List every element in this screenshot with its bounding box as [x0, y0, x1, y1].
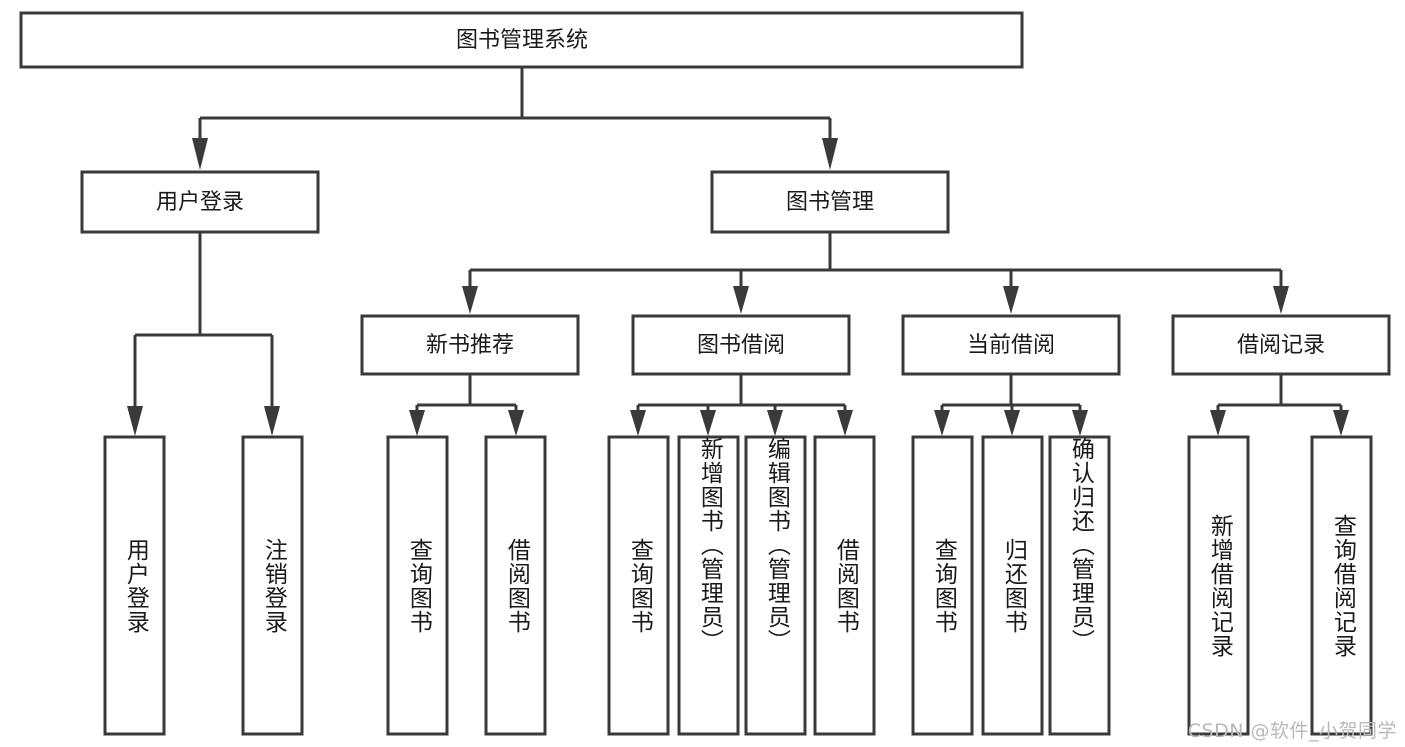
node-book-borrow-label: 图书借阅	[697, 333, 785, 358]
arrow-to-leaf-cb-query	[934, 410, 950, 436]
arrow-to-leaf-user-login	[127, 406, 143, 436]
node-current-borrow-label: 当前借阅	[967, 333, 1055, 358]
leaf-box-nb-query[interactable]	[386, 435, 449, 736]
leaf-box-user-logout[interactable]	[241, 435, 304, 736]
arrow-to-new-book	[462, 286, 478, 314]
arrow-to-borrow-record	[1273, 286, 1289, 314]
node-new-book-label: 新书推荐	[426, 333, 514, 358]
leaf-box-bb-add[interactable]	[677, 435, 740, 736]
arrow-to-leaf-cb-confirm	[1072, 410, 1088, 436]
node-borrow-record-label: 借阅记录	[1237, 333, 1325, 358]
arrow-to-current-borrow	[1003, 286, 1019, 314]
arrow-to-book-borrow	[733, 286, 749, 314]
arrow-to-leaf-bb-query	[630, 410, 646, 436]
arrow-to-leaf-nb-query	[409, 410, 425, 436]
leaf-box-br-query[interactable]	[1310, 435, 1373, 736]
node-user-login-label: 用户登录	[156, 190, 244, 215]
node-book-mgmt-label: 图书管理	[786, 190, 874, 215]
node-new-book-box[interactable]	[360, 314, 580, 376]
arrow-to-leaf-bb-add	[700, 410, 716, 436]
node-root-box[interactable]	[19, 11, 1024, 69]
leaf-box-cb-return[interactable]	[981, 435, 1044, 736]
arrow-to-book-mgmt	[822, 138, 838, 170]
leaf-box-cb-query[interactable]	[911, 435, 974, 736]
arrow-to-leaf-nb-borrow	[508, 410, 524, 436]
leaf-box-br-add[interactable]	[1187, 435, 1250, 736]
csdn-watermark: CSDN @软件_小贺同学	[1187, 720, 1397, 742]
leaf-box-cb-confirm[interactable]	[1048, 435, 1111, 736]
arrow-to-leaf-cb-return	[1004, 410, 1020, 436]
node-root-label: 图书管理系统	[456, 28, 588, 53]
arrow-to-leaf-bb-borrow	[837, 410, 853, 436]
node-user-login-box[interactable]	[80, 170, 320, 234]
arrow-to-leaf-br-add	[1210, 410, 1226, 436]
leaf-box-bb-query[interactable]	[607, 435, 670, 736]
arrow-to-leaf-br-query	[1333, 410, 1349, 436]
node-current-borrow-box[interactable]	[901, 314, 1121, 376]
leaf-box-bb-borrow[interactable]	[813, 435, 876, 736]
leaf-box-nb-borrow[interactable]	[484, 435, 547, 736]
leaf-box-user-login[interactable]	[103, 435, 166, 736]
arrow-to-leaf-user-logout	[264, 406, 280, 436]
arrow-to-leaf-bb-edit	[767, 410, 783, 436]
arrow-to-user-login	[192, 138, 208, 170]
leaf-box-bb-edit[interactable]	[744, 435, 807, 736]
